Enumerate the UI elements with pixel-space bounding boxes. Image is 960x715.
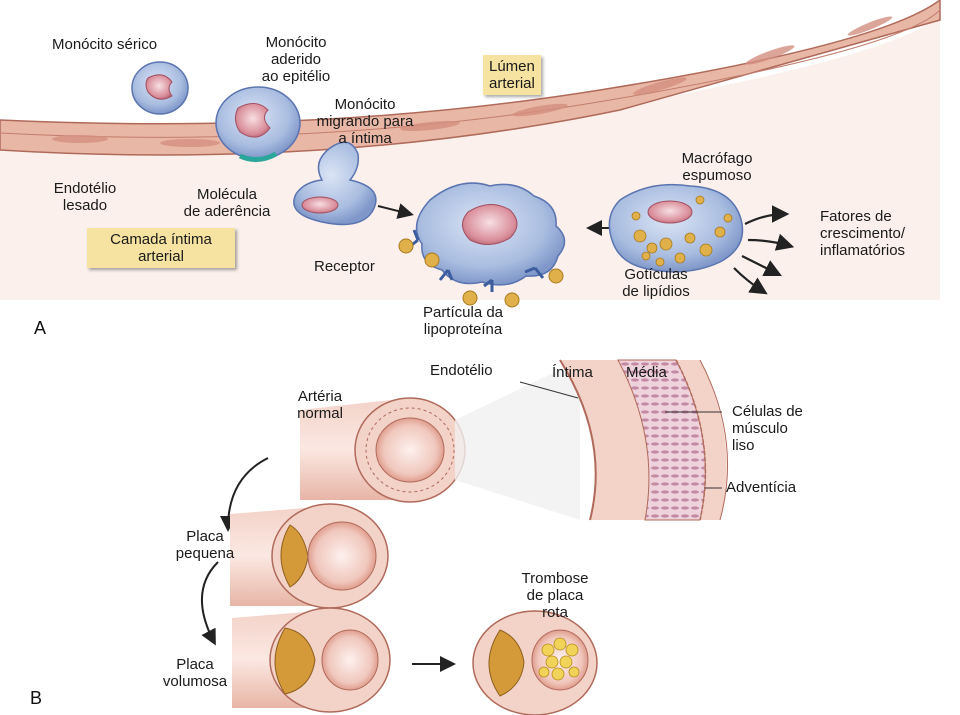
thrombosis-artery [473,611,597,715]
label-large-plaque: Placa volumosa [150,656,240,690]
serum-monocyte [132,62,188,114]
label-adhered-monocyte: Monócito aderido ao epitélio [236,34,356,85]
label-intima: Íntima [552,364,593,381]
label-lipid-droplets: Gotículas de lipídios [596,266,716,300]
panel-letter-a: A [34,318,46,339]
panel-letter-b: B [30,688,42,709]
wall-detail [560,360,728,520]
label-lumen-box: Lúmen arterial [483,55,541,95]
label-migrating-monocyte: Monócito migrando para a íntima [300,96,430,147]
foam-macrophage [609,185,742,272]
label-endothelium: Endotélio [430,362,493,379]
label-receptor: Receptor [314,258,375,275]
label-intima-box: Camada íntima arterial [87,228,235,268]
label-factors: Fatores de crescimento/ inflamatórios [820,208,905,259]
label-small-plaque: Placa pequena [160,528,250,562]
label-adhesion-molecule: Molécula de aderência [162,186,292,220]
label-thrombosis: Trombose de placa rota [505,570,605,621]
label-normal-artery: Artéria normal [270,388,370,422]
label-lipoprotein-particle: Partícula da lipoproteína [398,304,528,338]
label-serum-monocyte: Monócito sérico [52,36,157,53]
adhered-monocyte [216,87,300,160]
label-smooth-muscle: Células de músculo liso [732,403,803,454]
label-injured-endothelium: Endotélio lesado [40,180,130,214]
large-plaque-artery [232,608,390,712]
label-foam-macrophage: Macrófago espumoso [662,150,772,184]
small-plaque-artery [230,504,388,608]
label-media: Média [626,364,667,381]
label-adventitia: Adventícia [726,479,796,496]
